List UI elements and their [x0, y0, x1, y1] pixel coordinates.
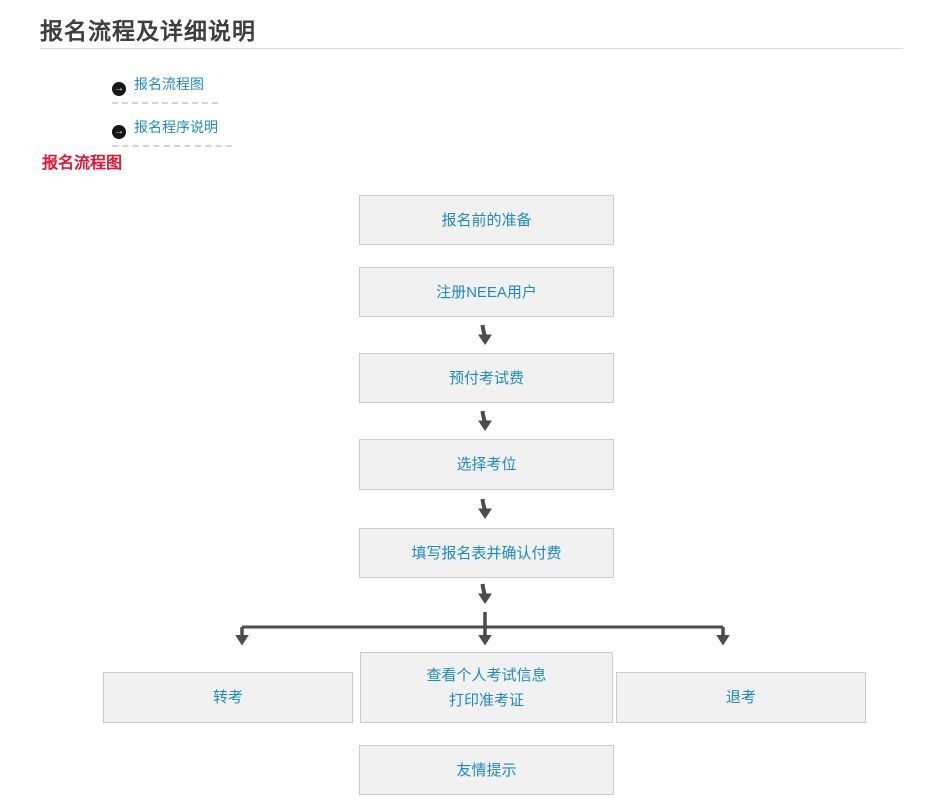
down-arrow-icon [473, 498, 497, 520]
flow-step-transfer-exam: 转考 [103, 672, 353, 723]
arrow-circle-right-icon: → [112, 125, 126, 139]
flow-step-view-info-line1: 查看个人考试信息 [426, 666, 547, 684]
page-title: 报名流程及详细说明 [40, 18, 256, 44]
arrow-circle-right-icon: → [112, 82, 126, 96]
toc-link-flowchart-label: 报名流程图 [134, 76, 204, 92]
toc-link-procedure-label: 报名程序说明 [134, 119, 218, 135]
flow-step-friendly-reminder: 友情提示 [359, 745, 614, 795]
flow-step-withdraw-exam: 退考 [616, 672, 866, 723]
flow-step-preparation: 报名前的准备 [359, 195, 614, 245]
toc: → 报名流程图 → 报名程序说明 [112, 74, 232, 160]
down-arrowhead-center [478, 635, 492, 646]
title-divider [40, 48, 903, 49]
branch-connector [235, 612, 730, 646]
down-arrow-icon [473, 410, 497, 432]
down-arrow-icon [473, 324, 497, 346]
down-arrowhead-right [716, 635, 730, 646]
toc-link-procedure[interactable]: → 报名程序说明 [112, 117, 232, 147]
flow-step-register-neea: 注册NEEA用户 [359, 267, 614, 317]
flow-step-fill-form-pay: 填写报名表并确认付费 [359, 528, 614, 578]
flow-step-prepay-fee: 预付考试费 [359, 353, 614, 403]
section-heading-flowchart: 报名流程图 [42, 155, 123, 172]
flow-step-view-info-line2: 打印准考证 [448, 691, 524, 709]
down-arrowhead-left [235, 635, 249, 646]
flow-step-choose-seat: 选择考位 [359, 439, 614, 490]
down-arrow-icon [473, 583, 497, 605]
toc-link-flowchart[interactable]: → 报名流程图 [112, 74, 218, 104]
flow-step-view-info-print-ticket: 查看个人考试信息 打印准考证 [360, 652, 613, 723]
